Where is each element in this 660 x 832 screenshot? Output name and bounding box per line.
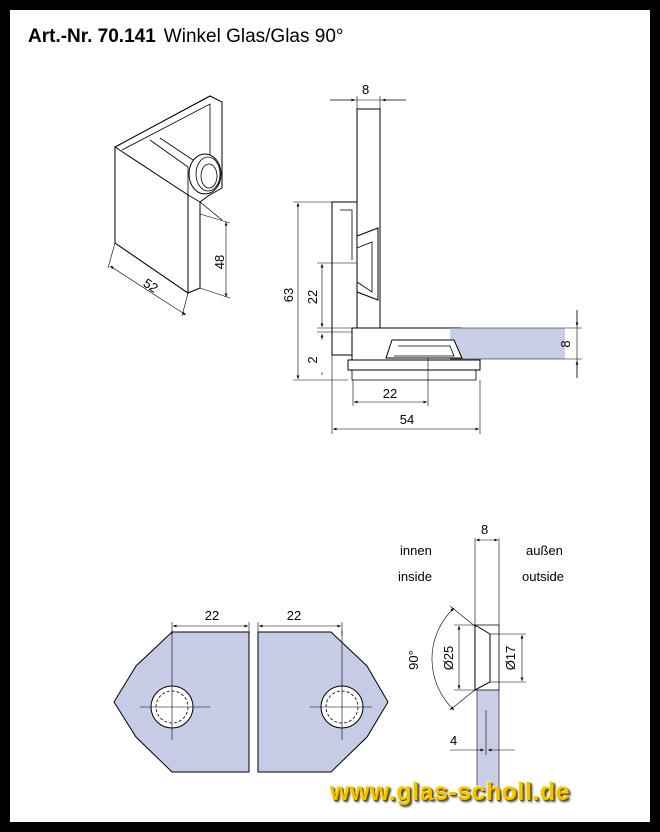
technical-drawing: 52 48 [107, 82, 582, 790]
dim-22-left: 22 [205, 608, 219, 623]
label-innen: innen [400, 543, 432, 558]
dim-diameter-17: Ø17 [503, 646, 518, 671]
label-outside: outside [522, 569, 564, 584]
dim-4: 4 [450, 733, 457, 748]
dim-48: 48 [212, 255, 227, 269]
dim-angle-90: 90° [406, 650, 421, 670]
drawing-sheet: Art.-Nr. 70.141 Winkel Glas/Glas 90° [10, 10, 650, 822]
dim-52: 52 [141, 275, 161, 295]
side-view: 8 63 22 2 8 22 [281, 82, 582, 434]
article-number: Art.-Nr. 70.141 [28, 26, 156, 47]
dim-8-section: 8 [481, 522, 488, 537]
dim-22-vertical: 22 [305, 290, 320, 304]
label-aussen: außen [526, 543, 563, 558]
page-title: Art.-Nr. 70.141 Winkel Glas/Glas 90° [28, 26, 344, 48]
dim-8-top: 8 [362, 82, 369, 97]
dim-2: 2 [305, 356, 320, 363]
dim-22-horizontal: 22 [383, 386, 397, 401]
website-watermark: www.glas-scholl.de [330, 778, 571, 806]
section-view: innen inside außen outside 8 Ø25 [398, 522, 564, 790]
isometric-view: 52 48 [107, 95, 231, 317]
dim-63: 63 [281, 288, 296, 302]
dim-diameter-25: Ø25 [441, 646, 456, 671]
dim-22-right: 22 [287, 608, 301, 623]
plan-view: 22 22 [113, 608, 389, 773]
dim-54: 54 [400, 412, 414, 427]
product-name: Winkel Glas/Glas 90° [163, 26, 344, 47]
label-inside: inside [398, 569, 432, 584]
dim-8-glass: 8 [558, 340, 573, 347]
